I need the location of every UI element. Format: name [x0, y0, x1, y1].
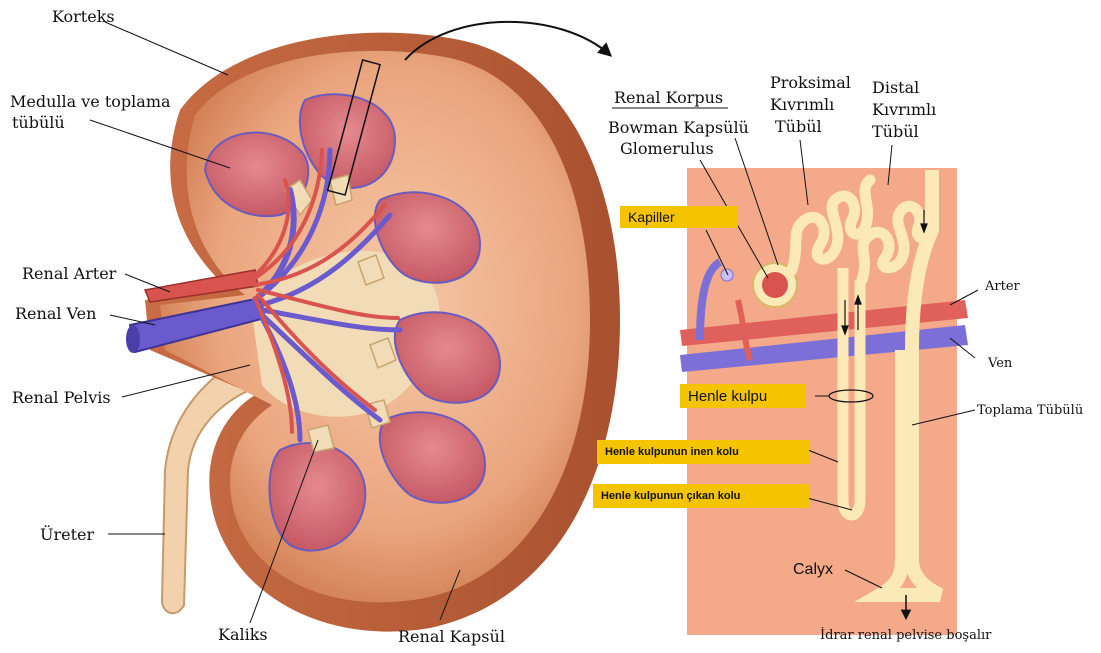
- label-renal-ven: Renal Ven: [15, 305, 96, 323]
- label-medulla-line2: tübülü: [12, 114, 65, 132]
- label-kaliks: Kaliks: [218, 626, 268, 644]
- label-renal-kapsul: Renal Kapsül: [398, 628, 505, 646]
- label-renal-arter: Renal Arter: [22, 265, 116, 283]
- label-distal-line1: Distal: [872, 79, 919, 97]
- label-kapiller: Kapiller: [620, 206, 738, 228]
- label-proksimal-line3: Tübül: [775, 118, 822, 136]
- glomerulus-shape: [762, 272, 788, 298]
- label-ureter: Üreter: [40, 526, 94, 544]
- label-idrar: İdrar renal pelvise boşalır: [820, 627, 991, 645]
- renal-vein-opening: [126, 325, 140, 353]
- label-bowman: Bowman Kapsülü: [608, 119, 749, 137]
- label-proksimal-line2: Kıvrımlı: [770, 96, 834, 114]
- label-distal-line3: Tübül: [872, 123, 919, 141]
- label-distal-line2: Kıvrımlı: [872, 101, 936, 119]
- label-glomerulus: Glomerulus: [620, 140, 714, 158]
- label-ven: Ven: [988, 355, 1012, 373]
- label-renal-korpus: Renal Korpus: [614, 89, 723, 107]
- label-henle-inen: Henle kulpunun inen kolu: [597, 440, 809, 464]
- label-korteks: Korteks: [52, 8, 115, 26]
- label-toplama-tubulu: Toplama Tübülü: [977, 402, 1083, 420]
- label-henle-cikan: Henle kulpunun çıkan kolu: [593, 484, 809, 508]
- label-proksimal-line1: Proksimal: [770, 74, 851, 92]
- label-arter: Arter: [985, 278, 1020, 296]
- label-henle-kulpu: Henle kulpu: [680, 384, 806, 408]
- label-renal-pelvis: Renal Pelvis: [12, 389, 111, 407]
- label-medulla-line1: Medulla ve toplama: [10, 93, 171, 111]
- label-calyx: Calyx: [793, 561, 833, 579]
